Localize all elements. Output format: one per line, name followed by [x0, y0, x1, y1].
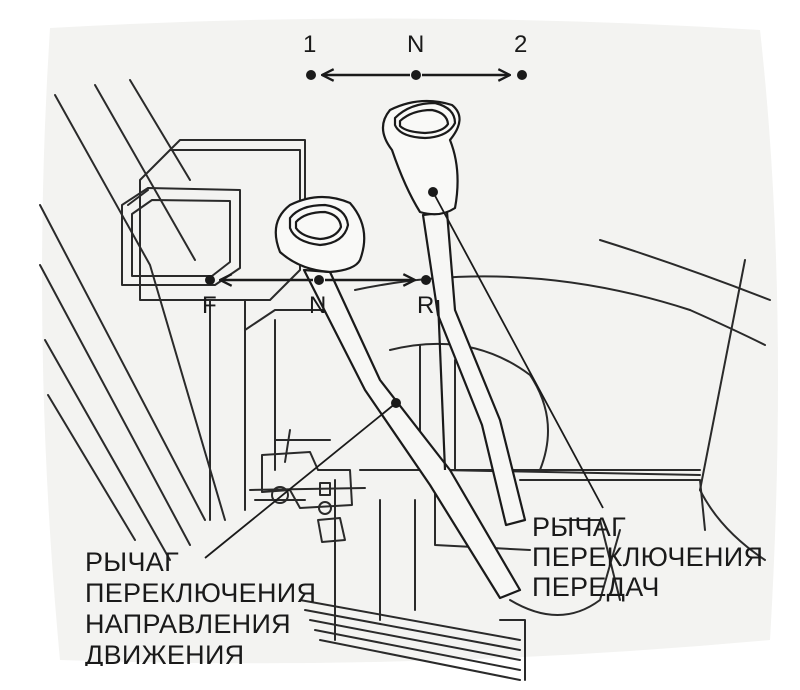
direction-position-r: R	[417, 292, 435, 319]
direction-lever-label-line: ПЕРЕКЛЮЧЕНИЯ	[85, 578, 317, 608]
leader-dot	[391, 398, 401, 408]
position-dot-icon	[411, 70, 421, 80]
direction-position-f: F	[202, 292, 217, 319]
leader-dot	[428, 187, 438, 197]
gear-lever-label-line: ПЕРЕДАЧ	[532, 572, 660, 602]
gear-position-2: 2	[514, 31, 528, 58]
direction-position-selector	[205, 275, 431, 285]
position-dot-icon	[205, 275, 215, 285]
direction-lever-label-line: ДВИЖЕНИЯ	[85, 640, 245, 666]
gear-position-selector	[306, 70, 527, 80]
gear-lever	[381, 99, 527, 527]
paper-background	[42, 18, 778, 664]
position-dot-icon	[314, 275, 324, 285]
position-dot-icon	[517, 70, 527, 80]
position-dot-icon	[306, 70, 316, 80]
gear-position-n: N	[407, 31, 425, 58]
direction-lever	[274, 195, 522, 600]
position-dot-icon	[421, 275, 431, 285]
gear-position-1: 1	[303, 31, 317, 58]
direction-lever-label-line: РЫЧАГ	[85, 547, 180, 577]
direction-lever-label-line: НАПРАВЛЕНИЯ	[85, 609, 291, 639]
direction-position-n: N	[309, 292, 327, 319]
gear-lever-label-line: ПЕРЕКЛЮЧЕНИЯ	[532, 542, 764, 572]
leader-lines	[204, 191, 604, 559]
gear-lever-label-line: РЫЧАГ	[532, 512, 627, 542]
